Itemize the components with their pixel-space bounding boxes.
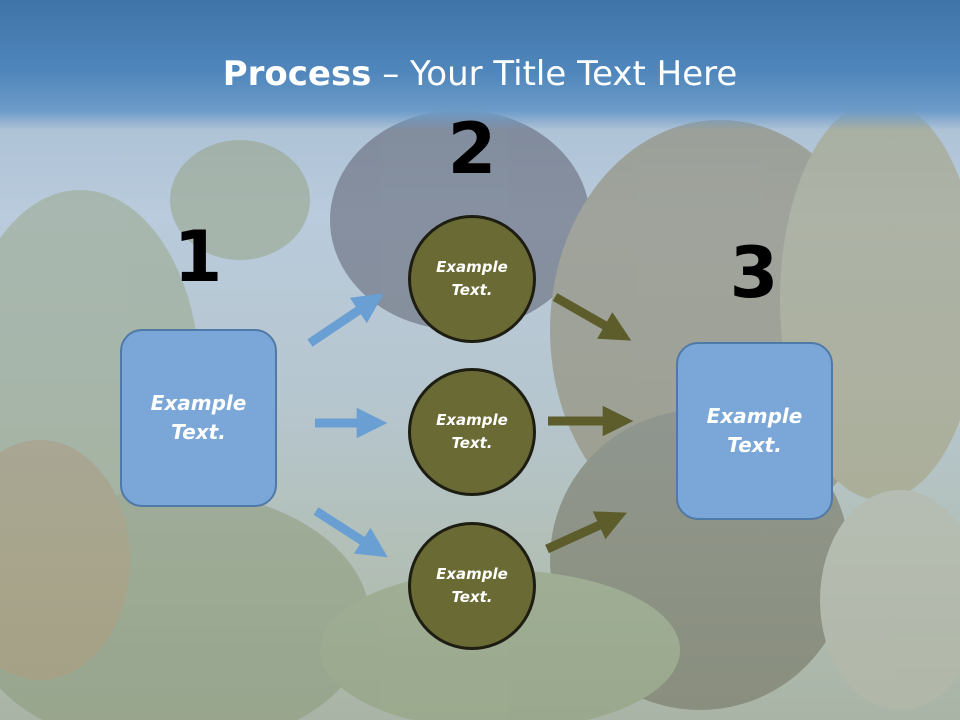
arrow-circle-bottom-to-box3 [545, 511, 627, 554]
title-bold: Process [222, 54, 372, 94]
step-2-circle-middle: Example Text. [408, 368, 536, 496]
step-1-box-text: Example Text. [150, 391, 247, 444]
step-1-box: Example Text. [120, 329, 277, 507]
circle-top-text: Example Text. [436, 258, 508, 299]
step-2-circle-bottom: Example Text. [408, 522, 536, 650]
step-number-3: 3 [729, 232, 779, 314]
step-number-1: 1 [173, 216, 223, 298]
step-3-box: Example Text. [676, 342, 833, 520]
arrow-box1-to-circle-top [307, 293, 384, 347]
header-band [0, 0, 960, 130]
arrow-circle-top-to-box3 [552, 293, 632, 341]
circle-middle-text: Example Text. [436, 411, 508, 452]
step-3-box-text: Example Text. [706, 404, 803, 457]
slide-title: Process – Your Title Text Here [0, 54, 960, 94]
circle-bottom-text: Example Text. [436, 565, 508, 606]
arrow-box1-to-circle-bottom [313, 507, 388, 558]
title-rest: – Your Title Text Here [371, 54, 738, 94]
step-number-2: 2 [447, 108, 497, 190]
step-2-circle-top: Example Text. [408, 215, 536, 343]
